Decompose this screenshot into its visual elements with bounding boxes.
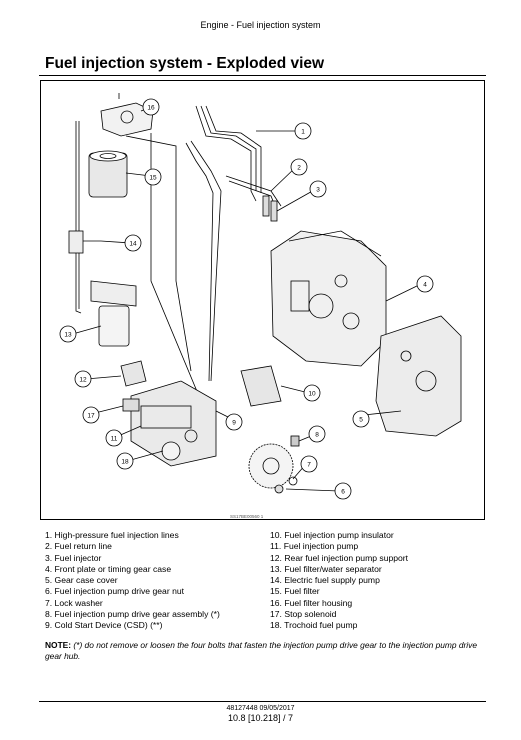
callout-number: 12 <box>79 376 87 383</box>
legend-item: 11. Fuel injection pump <box>270 541 359 552</box>
title-rule <box>39 75 486 76</box>
legend-item: 5. Gear case cover <box>45 575 118 586</box>
legend-item: 12. Rear fuel injection pump support <box>270 552 409 563</box>
legend-item: 7. Lock washer <box>45 597 103 608</box>
legend-item: 13. Fuel filter/water separator <box>270 563 382 574</box>
callout-circle <box>416 275 434 293</box>
callout-circle <box>334 482 352 500</box>
callout-circle <box>294 122 312 140</box>
callout-number: 6 <box>341 488 345 495</box>
callout-number: 5 <box>359 416 363 423</box>
callout-circle <box>303 384 321 402</box>
legend-item: 16. Fuel filter housing <box>270 597 353 608</box>
callout-number: 13 <box>64 331 72 338</box>
callout-number: 3 <box>316 186 320 193</box>
callout-number: 9 <box>232 419 236 426</box>
callout-number: 15 <box>149 174 157 181</box>
legend-item: 6. Fuel injection pump drive gear nut <box>45 586 185 597</box>
callout-number: 16 <box>147 104 155 111</box>
callout-circle <box>82 406 100 424</box>
callout-circle <box>225 413 243 431</box>
callout-number: 17 <box>87 412 95 419</box>
legend-item: 18. Trochoid fuel pump <box>270 620 358 631</box>
legend-item: 14. Electric fuel supply pump <box>270 575 380 586</box>
page-title: Fuel injection system - Exploded view <box>45 55 325 72</box>
callout-circle <box>290 158 308 176</box>
figure-code: SS17BE00560 1 <box>230 514 264 519</box>
callout-circle <box>144 168 162 186</box>
callout-number: 8 <box>315 431 319 438</box>
note-label: NOTE: <box>45 640 72 650</box>
page-header: Engine - Fuel injection system <box>200 20 321 30</box>
page-number: 10.8 [10.218] / 7 <box>227 713 294 723</box>
legend-item: 10. Fuel injection pump insulator <box>270 530 394 540</box>
callout-circle <box>124 234 142 252</box>
callout-number: 10 <box>308 390 316 397</box>
legend-item: 9. Cold Start Device (CSD) (**) <box>45 620 163 631</box>
callout-circle <box>105 429 123 447</box>
callout-circle <box>74 370 92 388</box>
footer-rule <box>39 701 486 702</box>
callout-circle <box>142 98 160 116</box>
legend-item: 2. Fuel return line <box>45 541 112 552</box>
document-id: 48127448 09/05/2017 <box>226 705 295 712</box>
callout-circle <box>308 425 326 443</box>
legend-column-left: 1. High-pressure fuel injection lines 2.… <box>45 530 220 632</box>
callout-circle <box>59 325 77 343</box>
callout-number: 1 <box>301 128 305 135</box>
callout-number: 4 <box>423 281 427 288</box>
legend-item: 15. Fuel filter <box>270 586 320 597</box>
legend-item: 8. Fuel injection pump drive gear assemb… <box>45 609 220 620</box>
note-text: (*) do not remove or loosen the four bol… <box>45 640 478 661</box>
callout-number: 18 <box>121 458 129 465</box>
callout-circle <box>309 180 327 198</box>
callout-circle <box>116 452 134 470</box>
legend-item: 3. Fuel injector <box>45 552 102 563</box>
callout-number: 7 <box>307 461 311 468</box>
callout-circle <box>300 455 318 473</box>
callout-number: 14 <box>129 240 137 247</box>
callout-circle <box>352 410 370 428</box>
legend-column-right: 10. Fuel injection pump insulator 11. Fu… <box>270 530 408 632</box>
legend-item: 1. High-pressure fuel injection lines <box>45 530 179 540</box>
note-paragraph: NOTE: (*) do not remove or loosen the fo… <box>45 640 495 662</box>
callout-number: 2 <box>297 164 301 171</box>
callout-number: 11 <box>111 435 118 442</box>
legend-item: 17. Stop solenoid <box>270 609 337 620</box>
legend-item: 4. Front plate or timing gear case <box>45 563 172 574</box>
